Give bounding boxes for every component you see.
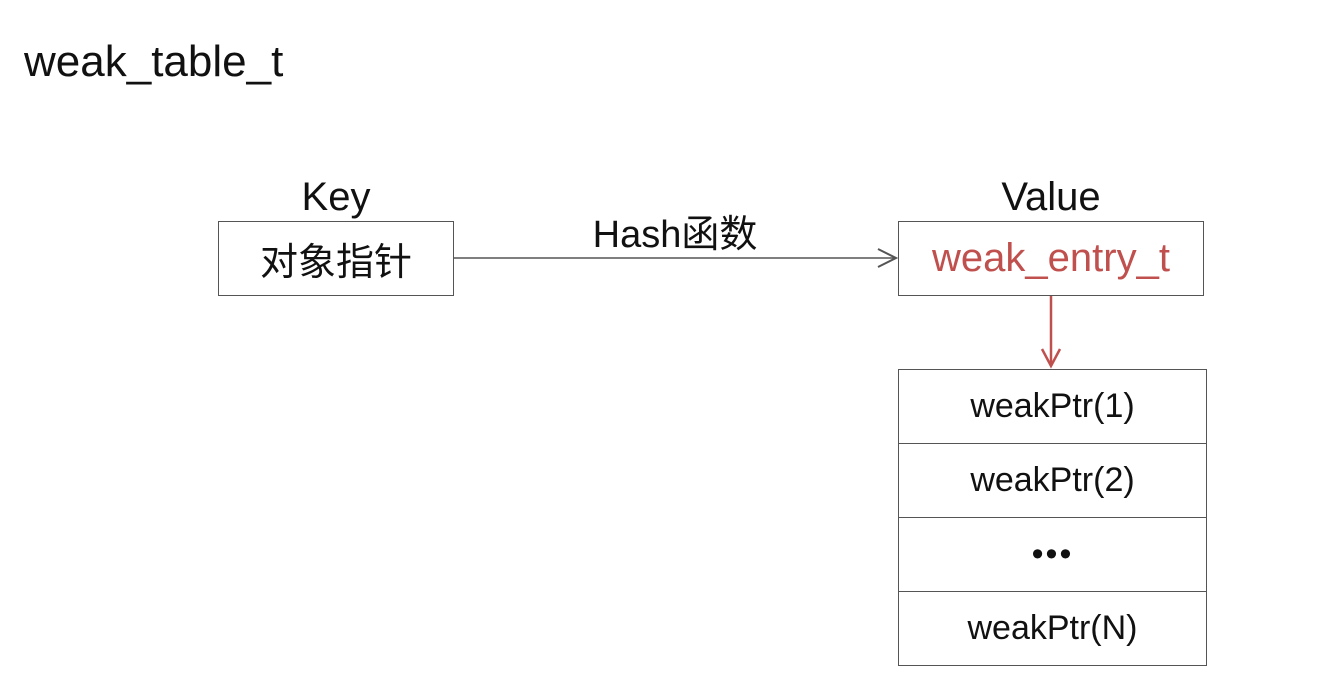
value-box: weak_entry_t [898, 221, 1204, 296]
list-item: weakPtr(1) [899, 370, 1206, 444]
hash-function-label-suffix: 函数 [681, 212, 758, 256]
list-item: weakPtr(2) [899, 444, 1206, 518]
value-column-label: Value [1001, 175, 1101, 219]
key-box: 对象指针 [218, 221, 454, 296]
hash-arrow [454, 248, 899, 268]
key-box-text: 对象指针 [259, 240, 412, 284]
hash-function-label-prefix: Hash [592, 214, 682, 256]
diagram-title: weak_table_t [24, 37, 284, 86]
hash-function-label: Hash函数 [560, 212, 790, 257]
entry-arrow [1040, 296, 1062, 369]
value-box-text: weak_entry_t [932, 236, 1170, 280]
list-item: weakPtr(N) [967, 609, 1138, 647]
weak-pointer-list: weakPtr(1) weakPtr(2) ••• weakPtr(N) [898, 369, 1207, 666]
key-column-label: Key [301, 175, 371, 219]
list-item-ellipsis: ••• [899, 518, 1206, 592]
